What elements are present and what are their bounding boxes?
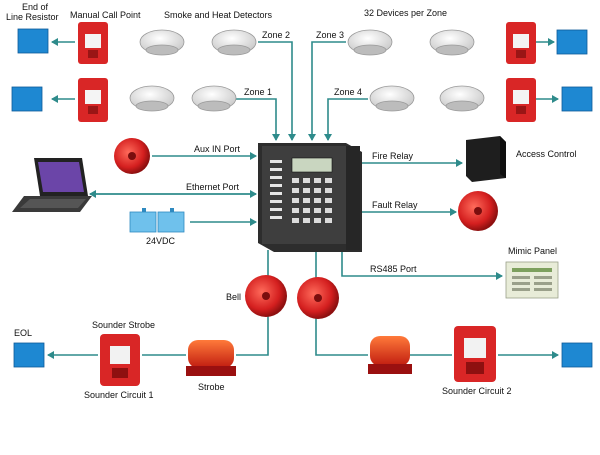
label-zone2: Zone 2 [262, 30, 290, 40]
detectors [129, 29, 485, 112]
fire-alarm-control-panel [258, 143, 362, 252]
eol-box-zone1 [11, 86, 43, 112]
smoke-detector-1 [139, 29, 185, 56]
eol-box-circuit2 [561, 342, 593, 368]
bell-circuit1 [245, 275, 287, 317]
smoke-detector-2 [129, 85, 175, 112]
fault-relay-bell [458, 191, 498, 231]
label-fire-relay: Fire Relay [372, 151, 414, 161]
label-sounder-circuit-1: Sounder Circuit 1 [84, 390, 154, 400]
label-manual-call-point: Manual Call Point [70, 10, 141, 20]
manual-call-point-zone3 [506, 22, 536, 64]
line-zone4 [324, 98, 368, 141]
label-zone1: Zone 1 [244, 87, 272, 97]
smoke-detector-3 [347, 29, 393, 56]
label-24vdc: 24VDC [146, 236, 176, 246]
line-zone1 [236, 98, 280, 141]
label-rs485: RS485 Port [370, 264, 417, 274]
label-devices-per-zone: 32 Devices per Zone [364, 8, 447, 18]
label-mimic-panel: Mimic Panel [508, 246, 557, 256]
label-aux-in: Aux IN Port [194, 144, 241, 154]
eol-box-zone3 [556, 29, 588, 55]
label-access-control: Access Control [516, 149, 577, 159]
strobe-circuit2 [368, 336, 412, 374]
heat-detector-2 [191, 85, 237, 112]
mimic-panel-unit [505, 261, 559, 299]
label-sounder-strobe: Sounder Strobe [92, 320, 155, 330]
label-strobe: Strobe [198, 382, 225, 392]
manual-call-point-zone2 [78, 22, 108, 64]
sounder-strobe-circuit1 [100, 334, 140, 386]
strobe-circuit1 [186, 340, 236, 376]
label-fault-relay: Fault Relay [372, 200, 418, 210]
line-zone2 [258, 41, 296, 141]
label-bell: Bell [226, 292, 241, 302]
smoke-detector-4 [369, 85, 415, 112]
heat-detector-3 [429, 29, 475, 56]
eol-resistors [11, 28, 593, 368]
eol-box-zone4 [561, 86, 593, 112]
heat-detector-1 [211, 29, 257, 56]
manual-call-point-zone4 [506, 78, 536, 122]
line-zone3 [308, 41, 346, 141]
battery-24vdc [129, 208, 185, 233]
aux-in-bell [114, 138, 150, 174]
heat-detector-4 [439, 85, 485, 112]
bell-circuit2 [297, 277, 339, 319]
line-rs485 [341, 252, 503, 280]
label-zone3: Zone 3 [316, 30, 344, 40]
label-ethernet: Ethernet Port [186, 182, 240, 192]
eol-box-circuit1 [13, 342, 45, 368]
labels: End of Line Resistor Manual Call Point S… [6, 2, 577, 400]
label-smoke-heat: Smoke and Heat Detectors [164, 10, 273, 20]
label-eol-bottom: EOL [14, 328, 32, 338]
manual-call-point-zone1 [78, 78, 108, 122]
laptop-icon [12, 158, 92, 212]
label-eol-top-1: End of [22, 2, 49, 12]
label-sounder-circuit-2: Sounder Circuit 2 [442, 386, 512, 396]
access-control-unit [466, 136, 506, 182]
eol-box-zone2 [17, 28, 49, 54]
label-eol-top-2: Line Resistor [6, 12, 59, 22]
sounder-strobe-circuit2 [454, 326, 496, 382]
label-zone4: Zone 4 [334, 87, 362, 97]
